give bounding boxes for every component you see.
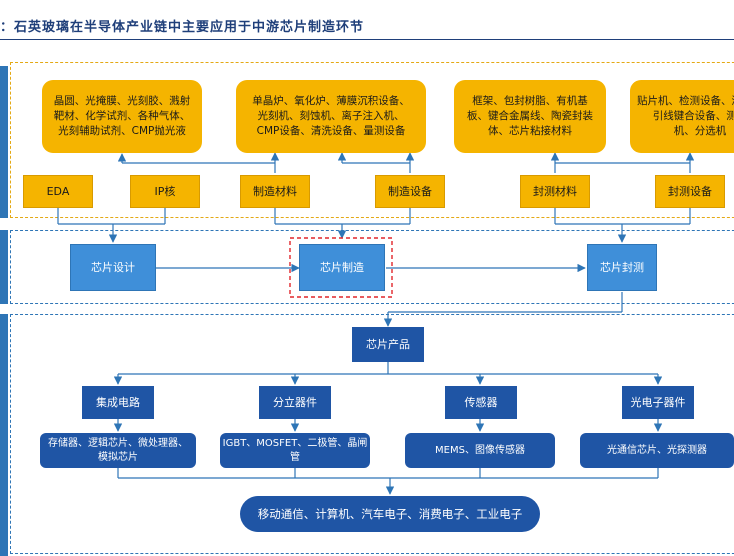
packaging-equipment-box: 贴片机、检测设备、测试机 引线键合设备、测试 机、分选机 — [630, 80, 734, 153]
stage-chip-design: 芯片设计 — [70, 244, 156, 291]
input-packaging-equipment: 封测设备 — [655, 175, 725, 208]
stage-chip-fabrication: 芯片制造 — [299, 244, 385, 291]
figure-title: ：石英玻璃在半导体产业链中主要应用于中游芯片制造环节 — [0, 20, 365, 35]
section-tab-midstream — [0, 230, 8, 304]
input-fab-equipment: 制造设备 — [375, 175, 445, 208]
section-tab-downstream — [0, 314, 8, 556]
examples-sensors: MEMS、图像传感器 — [405, 433, 555, 468]
downstream-panel — [10, 314, 734, 554]
examples-discrete-devices: IGBT、MOSFET、二极管、晶闸管 — [220, 433, 370, 468]
chip-product-box: 芯片产品 — [352, 327, 424, 362]
stage-chip-packaging-test: 芯片封测 — [587, 244, 657, 291]
input-fab-materials: 制造材料 — [240, 175, 310, 208]
examples-integrated-circuits: 存储器、逻辑芯片、微处理器、 模拟芯片 — [40, 433, 196, 468]
midstream-panel — [10, 230, 734, 304]
examples-optoelectronics: 光通信芯片、光探测器 — [580, 433, 734, 468]
design-and-fab-materials-box: 晶圆、光掩膜、光刻胶、溅射 靶材、化学试剂、各种气体、 光刻辅助试剂、CMP抛光… — [42, 80, 202, 153]
highlight-frame — [289, 237, 393, 298]
input-packaging-materials: 封测材料 — [520, 175, 590, 208]
title-rule — [0, 39, 734, 40]
category-sensors: 传感器 — [445, 386, 517, 419]
applications-pill: 移动通信、计算机、汽车电子、消费电子、工业电子 — [240, 496, 540, 532]
category-discrete-devices: 分立器件 — [259, 386, 331, 419]
upstream-panel — [10, 62, 734, 218]
packaging-materials-box: 框架、包封树脂、有机基 板、键合金属线、陶瓷封装 体、芯片粘接材料 — [454, 80, 606, 153]
input-ip-core: IP核 — [130, 175, 200, 208]
category-integrated-circuits: 集成电路 — [82, 386, 154, 419]
fab-equipment-box: 单晶炉、氧化炉、薄膜沉积设备、 光刻机、刻蚀机、离子注入机、 CMP设备、清洗设… — [236, 80, 426, 153]
input-eda: EDA — [23, 175, 93, 208]
category-optoelectronics: 光电子器件 — [622, 386, 694, 419]
section-tab-upstream — [0, 66, 8, 218]
